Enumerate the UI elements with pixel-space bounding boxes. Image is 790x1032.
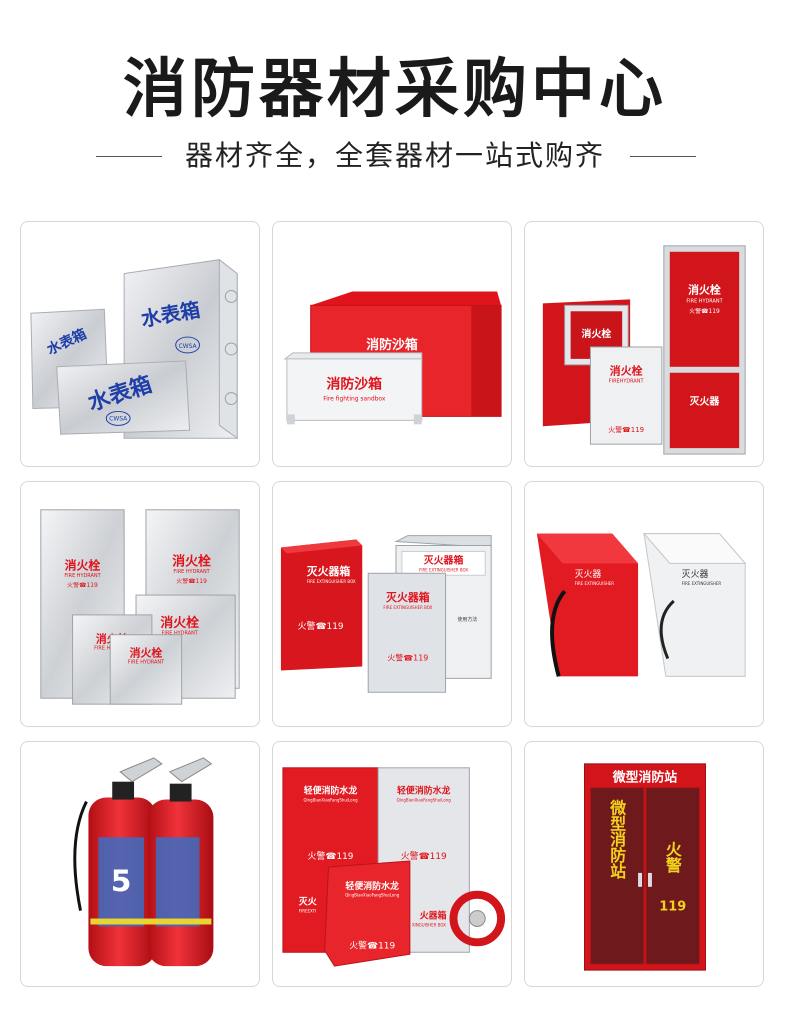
top-left-hose-en: QingBianXiaoFangShuiLong [303, 798, 358, 803]
red-cover-label: 灭火器 [575, 569, 602, 580]
front-box-label: 消火栓 [130, 646, 163, 660]
white-cover-label: 灭火器 [682, 569, 709, 580]
back-sandbox-label: 消防沙箱 [366, 337, 418, 353]
subtitle-divider-left [96, 156, 162, 157]
steel-box-label: 灭火器箱 [385, 590, 430, 604]
white-box-usage: 使用方法 [457, 616, 477, 623]
station-top-label: 微型消防站 [612, 770, 678, 786]
top-right-hose-en: QingBianXiaoFangShuiLong [397, 798, 452, 803]
front-hose-tel: 火警☎119 [349, 939, 395, 951]
white-box-label: 灭火器箱 [423, 553, 464, 566]
product-card-water-meter-box[interactable]: 水表箱 CWSA 水表箱 水表箱 CWSA [20, 221, 260, 467]
subtitle-divider-right [630, 156, 696, 157]
back-left-box-tel: 火警☎119 [67, 581, 98, 589]
mini-fire-station-image: 微型消防站 微型消防站 火警 119 [584, 763, 706, 971]
product-card-fire-hydrant-cabinet[interactable]: 消火栓 FIRE HYDRANT 火警☎119 灭火器 消火栓 消火栓 FIRE… [524, 221, 764, 467]
product-card-fire-extinguisher[interactable]: 5 [20, 741, 260, 987]
fire-hydrant-cabinet-image: 消火栓 FIRE HYDRANT 火警☎119 灭火器 消火栓 消火栓 FIRE… [542, 245, 746, 455]
mid-box-label: 消火栓 [160, 615, 199, 631]
tall-cabinet-bottom-label: 灭火器 [689, 395, 721, 407]
station-right-text: 火警 [663, 841, 682, 873]
white-cover-en: FIRE EXTINGUISHER [682, 581, 722, 586]
top-right-hose-tel: 火警☎119 [401, 850, 447, 862]
back-right-box-label: 消火栓 [172, 553, 211, 569]
front-hose-en: QingBianXiaoFangShuiLong [345, 893, 400, 898]
product-card-mini-fire-station[interactable]: 微型消防站 微型消防站 火警 119 [524, 741, 764, 987]
extinguisher-box-image: 灭火器箱 FIRE EXTINGUISHER BOX 使用方法 灭火器箱 FIR… [280, 535, 492, 693]
front-box-en: FIRE HYDRANT [128, 660, 165, 666]
tall-cabinet-tel: 火警☎119 [689, 307, 720, 315]
page-subtitle: 器材齐全，全套器材一站式购齐 [184, 139, 605, 172]
product-card-extinguisher-cover[interactable]: 灭火器 FIRE EXTINGUISHER 灭火器 FIRE EXTINGUIS… [524, 481, 764, 727]
mid-box-en: FIRE HYDRANT [162, 631, 199, 637]
fire-sandbox-image: 消防沙箱 消防沙箱 Fire fighting sandbox [283, 291, 502, 425]
big-box-logo: CWSA [179, 343, 198, 350]
right-small-box-label: 火器箱 [420, 910, 447, 922]
red-box-tel: 火警☎119 [298, 620, 344, 632]
water-meter-box-image: 水表箱 CWSA 水表箱 水表箱 CWSA [30, 258, 238, 440]
station-right-number: 119 [659, 900, 686, 915]
steel-box-en: FIRE EXTINGUISHER BOX [383, 605, 432, 610]
left-small-box-en: FIREEXTI [299, 909, 316, 914]
front-cabinet-tel: 火警☎119 [608, 425, 644, 434]
left-small-box-label: 灭火 [298, 897, 317, 908]
front-sandbox-en: Fire fighting sandbox [323, 396, 386, 403]
extinguisher-capacity-number: 5 [111, 864, 132, 899]
front-cabinet-en: FIREHYDRANT [609, 379, 645, 385]
front-hose-label: 轻便消防水龙 [345, 880, 399, 892]
left-cabinet-label: 消火栓 [582, 327, 612, 340]
top-left-hose-tel: 火警☎119 [308, 850, 354, 862]
back-right-box-tel: 火警☎119 [176, 577, 207, 585]
product-card-fire-sandbox[interactable]: 消防沙箱 消防沙箱 Fire fighting sandbox [272, 221, 512, 467]
steel-box-tel: 火警☎119 [387, 653, 428, 663]
fire-hose-box-image: 轻便消防水龙 QingBianXiaoFangShuiLong 火警☎119 轻… [282, 767, 506, 967]
top-left-hose-label: 轻便消防水龙 [304, 785, 358, 797]
back-left-box-en: FIRE HYDRANT [64, 573, 101, 579]
back-left-box-label: 消火栓 [65, 558, 101, 572]
extinguisher-cover-image: 灭火器 FIRE EXTINGUISHER 灭火器 FIRE EXTINGUIS… [536, 533, 747, 677]
red-box-en: FIRE EXTINGUISHER BOX [307, 579, 356, 584]
front-sandbox-label: 消防沙箱 [327, 376, 383, 393]
red-box-label: 灭火器箱 [306, 564, 351, 578]
top-right-hose-label: 轻便消防水龙 [397, 785, 451, 797]
fire-extinguisher-image: 5 [73, 757, 214, 967]
tall-cabinet-label: 消火栓 [688, 282, 721, 296]
tall-cabinet-en: FIRE HYDRANT [686, 298, 723, 304]
red-cover-en: FIRE EXTINGUISHER [575, 581, 615, 586]
stainless-hydrant-box-image: 消火栓 FIRE HYDRANT 火警☎119 消火栓 FIRE HYDRANT… [40, 509, 240, 705]
station-left-text: 微型消防站 [608, 799, 627, 880]
subtitle-row: 器材齐全，全套器材一站式购齐 [0, 136, 790, 176]
product-card-stainless-hydrant-box[interactable]: 消火栓 FIRE HYDRANT 火警☎119 消火栓 FIRE HYDRANT… [20, 481, 260, 727]
product-card-extinguisher-box[interactable]: 灭火器箱 FIRE EXTINGUISHER BOX 使用方法 灭火器箱 FIR… [272, 481, 512, 727]
white-box-en: FIRE EXTINGUISHER BOX [419, 567, 468, 572]
back-right-box-en: FIRE HYDRANT [173, 569, 210, 575]
product-card-fire-hose-box[interactable]: 轻便消防水龙 QingBianXiaoFangShuiLong 火警☎119 轻… [272, 741, 512, 987]
front-box-logo: CWSA [109, 415, 128, 422]
right-small-box-en: XINGUISHER BOX [412, 922, 446, 927]
page-title: 消防器材采购中心 [123, 53, 667, 127]
front-cabinet-label: 消火栓 [610, 364, 643, 378]
